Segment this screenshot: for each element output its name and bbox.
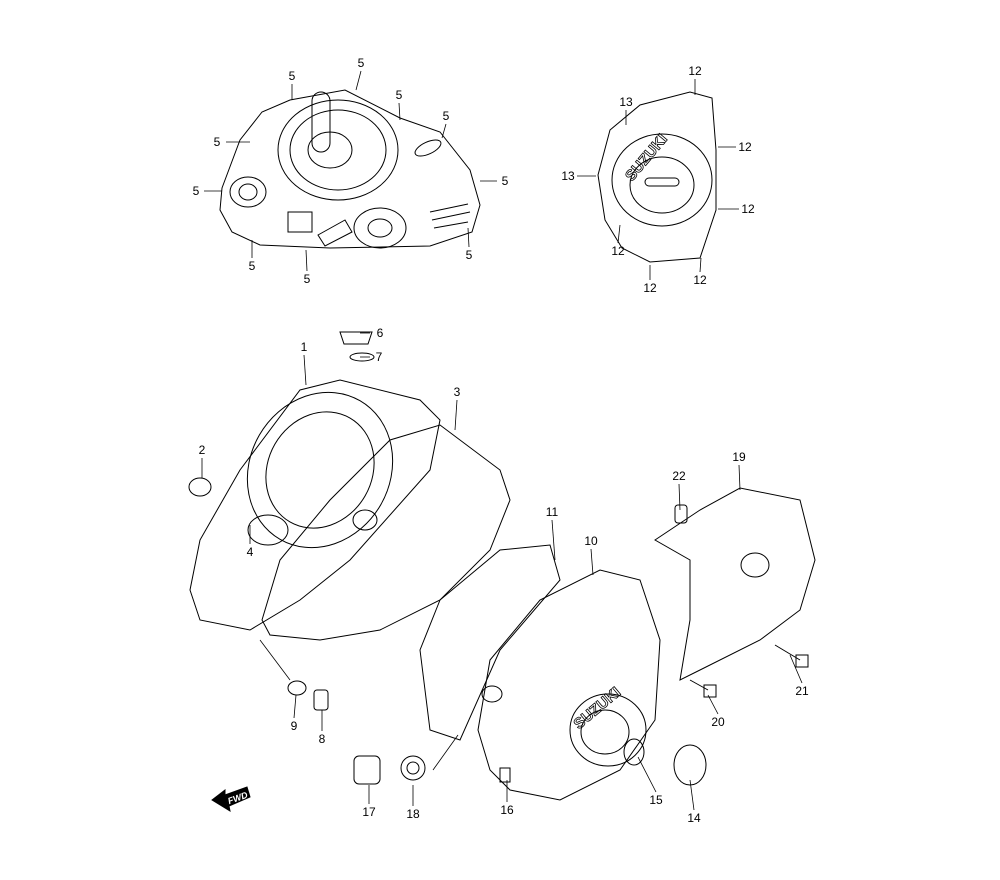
callout-12: 12 (688, 64, 702, 78)
callout-14: 14 (687, 811, 701, 825)
callout-12: 12 (738, 140, 752, 154)
callout-12: 12 (611, 244, 625, 258)
callout-18: 18 (406, 807, 420, 821)
callout-22: 22 (672, 469, 686, 483)
generator-cover-outline: SUZUKI (597, 91, 717, 263)
generator-gasket-outline (419, 544, 561, 741)
callout-15: 15 (649, 793, 663, 807)
callout-13: 13 (561, 169, 575, 183)
leader-lines (201, 70, 803, 811)
callout-19: 19 (732, 450, 746, 464)
callout-1: 1 (300, 340, 308, 354)
callout-21: 21 (795, 684, 809, 698)
callout-13: 13 (619, 95, 633, 109)
small-parts (287, 504, 809, 786)
crankcase-cover-outline (188, 331, 441, 631)
fwd-label: FWD (226, 790, 249, 807)
callout-9: 9 (290, 719, 298, 733)
clutch-cover-outline (219, 89, 481, 249)
callout-5: 5 (248, 259, 256, 273)
brand-logo-main: SUZUKI (570, 684, 624, 733)
callout-12: 12 (741, 202, 755, 216)
generator-cover-main-outline: SUZUKI (477, 569, 661, 801)
callout-5: 5 (192, 184, 200, 198)
callout-2: 2 (198, 443, 206, 457)
callout-12: 12 (643, 281, 657, 295)
callout-10: 10 (584, 534, 598, 548)
callout-5: 5 (395, 88, 403, 102)
callout-20: 20 (711, 715, 725, 729)
callout-5: 5 (501, 174, 509, 188)
callout-12: 12 (693, 273, 707, 287)
callout-5: 5 (357, 56, 365, 70)
callout-5: 5 (303, 272, 311, 286)
callout-5: 5 (288, 69, 296, 83)
callout-4: 4 (246, 545, 254, 559)
callout-8: 8 (318, 732, 326, 746)
callout-3: 3 (453, 385, 461, 399)
callout-5: 5 (213, 135, 221, 149)
callout-5: 5 (465, 248, 473, 262)
fwd-arrow-icon: FWD (211, 786, 251, 813)
callout-7: 7 (375, 350, 383, 364)
callout-5: 5 (442, 109, 450, 123)
sprocket-cover-outline (654, 487, 816, 681)
callout-11: 11 (545, 505, 559, 519)
sprocket-cover-hole (740, 552, 770, 578)
gasket-outline (261, 424, 511, 641)
gasket-hole (352, 509, 378, 531)
brand-logo-top: SUZUKI (622, 131, 671, 185)
callout-16: 16 (500, 803, 514, 817)
callout-6: 6 (376, 326, 384, 340)
callout-17: 17 (362, 805, 376, 819)
